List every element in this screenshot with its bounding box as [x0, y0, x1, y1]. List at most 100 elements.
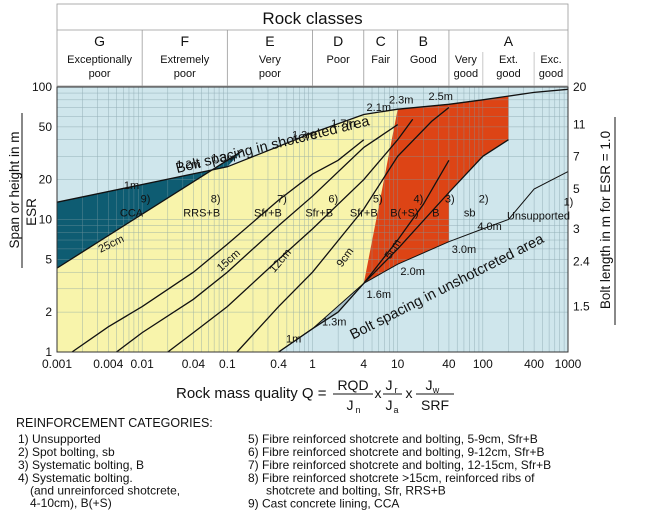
y-tick-label: 100 [32, 80, 52, 94]
spacing-label-upper: 1.3m [292, 129, 316, 141]
x-tick-label: 1000 [555, 357, 582, 371]
class-desc: Exceptionally [67, 54, 132, 66]
spacing-label-upper: 1m [124, 180, 139, 192]
class-sub-desc: good [496, 68, 520, 80]
y-right-axis-label: Bolt length in m for ESR = 1.0 [598, 131, 613, 309]
y-right-tick-label: 1.5 [573, 300, 590, 314]
x-tick-label: 40 [442, 357, 456, 371]
class-sub-desc: Ext. [499, 54, 518, 66]
legend-item: 5) Fibre reinforced shotcrete and boltin… [248, 432, 538, 446]
region-id: 3) [445, 194, 455, 206]
x-axis-label: Rock mass quality Q = [176, 385, 327, 402]
grid [56, 87, 568, 353]
spacing-label-lower: 2.0m [400, 266, 424, 278]
legend-item: (and unreinforced shotcrete, [30, 484, 180, 498]
legend-item: 8) Fibre reinforced shotcrete >15cm, rei… [248, 471, 535, 485]
spacing-label-upper: 2.1m [367, 102, 391, 114]
region-id: 9) [141, 194, 151, 206]
legend-item: 3) Systematic bolting, B [18, 458, 144, 472]
class-sub-desc: good [454, 68, 478, 80]
class-letter-D: D [333, 33, 343, 49]
x-tick-label: 400 [524, 357, 544, 371]
y-tick-label: 1 [45, 345, 52, 359]
region-label-cca: CCA [120, 208, 144, 220]
region-id: 8) [211, 194, 221, 206]
region-id: 2) [479, 194, 489, 206]
divider-line-5 [236, 106, 450, 352]
x-tick-label: 4 [360, 357, 367, 371]
x-tick-label: 0.004 [93, 357, 123, 371]
spacing-label-lower: 1.6m [367, 289, 391, 301]
region-label-b: B [432, 208, 439, 220]
divider-lines [57, 88, 568, 352]
region-label-unsupported: Unsupported [507, 211, 570, 223]
class-desc: Fair [371, 54, 390, 66]
region-label-sb: sb [464, 208, 476, 220]
y-tick-label: 5 [45, 252, 52, 266]
y-right-tick-label: 5 [573, 182, 580, 196]
x-tick-label: 0.01 [130, 357, 154, 371]
x-tick-label: 0.04 [182, 357, 206, 371]
divider-line-6 [167, 118, 414, 352]
formula-sub: n [355, 405, 360, 415]
spacing-label-upper: 1.3m [211, 152, 235, 164]
class-sub-desc: Very [455, 54, 478, 66]
formula-sub: a [393, 405, 398, 415]
spacing-label-lower: 3.0m [452, 244, 476, 256]
region-id: 4) [414, 194, 424, 206]
upper-boundary-curve [57, 88, 568, 203]
legend-item: 7) Fibre reinforced shotcrete and boltin… [248, 458, 551, 472]
x-tick-label: 0.4 [270, 357, 287, 371]
spacing-label-upper: 1.2m [176, 159, 200, 171]
legend-title: REINFORCEMENT CATEGORIES: [16, 416, 213, 430]
class-letter-A: A [504, 33, 514, 49]
legend-item: 1) Unsupported [18, 432, 101, 446]
class-desc: poor [174, 68, 196, 80]
class-letter-C: C [376, 33, 386, 49]
x-tick-label: 10 [391, 357, 405, 371]
divider-line-3 [363, 139, 509, 284]
class-sub-desc: good [539, 68, 563, 80]
spacing-label-upper: 2.5m [428, 91, 452, 103]
class-letter-G: G [94, 33, 105, 49]
class-letter-F: F [180, 33, 189, 49]
y-right-tick-label: 2.4 [573, 255, 590, 269]
y-right-tick-label: 7 [573, 149, 580, 163]
x-tick-label: 100 [473, 357, 493, 371]
y-tick-label: 10 [39, 213, 53, 227]
formula-times: x [406, 385, 413, 401]
region-id: 7) [277, 194, 287, 206]
spacing-label-lower: 1m [286, 333, 301, 345]
region-label-sfrb: Sfr+B [305, 208, 333, 220]
class-desc: Good [410, 54, 437, 66]
legend-item: 4) Systematic bolting. [18, 471, 133, 485]
x-tick-label: 1 [309, 357, 316, 371]
divider-line-8 [71, 139, 365, 352]
y-tick-label: 2 [45, 305, 52, 319]
y-tick-label: 50 [39, 120, 53, 134]
spacing-label-upper: 2.3m [389, 95, 413, 107]
spacing-label-lower: 4.0m [477, 221, 501, 233]
class-letter-E: E [265, 33, 274, 49]
spacing-label-lower: 1.3m [322, 317, 346, 329]
plot-frame [56, 86, 569, 353]
class-desc: Poor [327, 54, 351, 66]
x-tick-label: 0.001 [42, 357, 72, 371]
y-axis-label: Span or height in m [7, 131, 22, 248]
formula-jw: J [426, 377, 433, 393]
lower-boundary-curve [278, 171, 568, 352]
legend-item: 2) Spot bolting, sb [18, 445, 115, 459]
legend-item: 6) Fibre reinforced shotcrete and boltin… [248, 445, 544, 459]
x-tick-label: 0.1 [219, 357, 236, 371]
legend-item: 9) Cast concrete lining, CCA [248, 497, 399, 511]
region-id: 6) [328, 194, 338, 206]
formula-srf: SRF [421, 397, 449, 413]
spacing-label-upper: 1.7m [331, 118, 355, 130]
class-sub-desc: Exc. [540, 54, 561, 66]
chart-title: Rock classes [262, 9, 362, 28]
class-desc: Very [259, 54, 282, 66]
legend-item: 4-10cm), B(+S) [30, 496, 112, 510]
formula-jr: J [386, 377, 393, 393]
y-tick-label: 20 [39, 173, 53, 187]
